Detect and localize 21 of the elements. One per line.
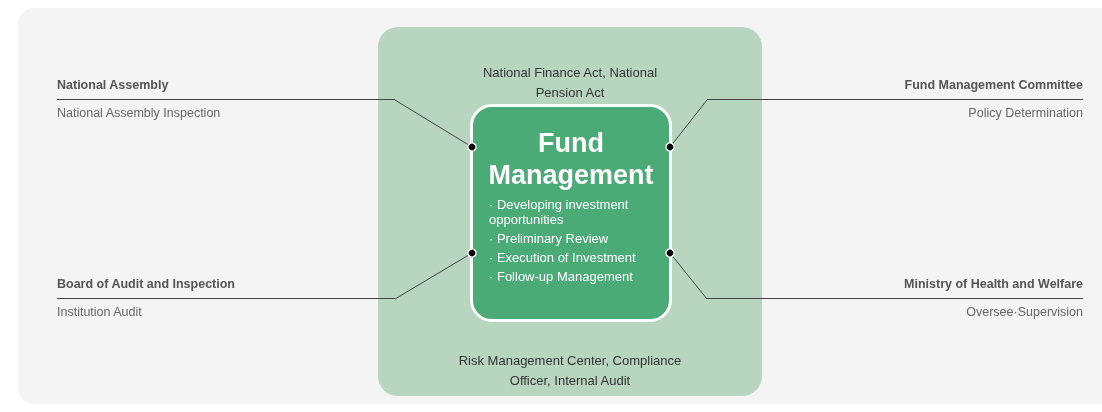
connector-line [394,248,477,300]
list-item: · Follow-up Management [489,269,634,284]
role-text: National Assembly Inspection [57,105,221,122]
role-text: Institution Audit [57,304,142,321]
connector-line [665,248,708,300]
framework-panel [378,27,762,396]
panel-text: National Finance Act, National Pension Act [481,64,659,102]
role-text: Oversee·Supervision [966,304,1083,321]
list-item: · Preliminary Review [489,231,610,246]
organization-name: Fund Management Committee [903,77,1083,94]
organization-name: Ministry of Health and Welfare [903,276,1083,293]
connector-line [394,99,477,152]
process-box [470,104,672,322]
panel-text: Risk Management Center, Compliance Officer, Internal Audit [457,352,683,390]
organization-name: National Assembly [57,77,170,94]
list-item: · Developing investment opportunities [489,197,630,227]
organization-name: Board of Audit and Inspection [57,276,236,293]
list-item: · Execution of Investment [489,250,637,265]
box-title: Fund Management [487,127,655,191]
connector-line [665,99,708,152]
role-text: Policy Determination [968,105,1083,122]
